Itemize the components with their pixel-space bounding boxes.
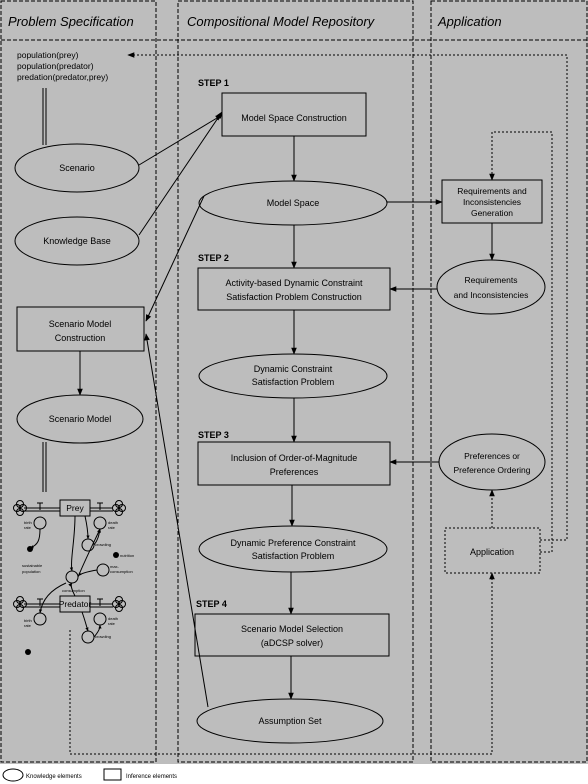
arrow-kb-to-msc <box>138 111 223 236</box>
node-requirements-line2: and Inconsistencies <box>454 290 529 300</box>
arrow-application-to-req-gen <box>489 131 553 553</box>
model-label-prey: Prey <box>66 503 84 513</box>
node-inclusion-preferences <box>197 441 391 486</box>
panel-title-problem-specification: Problem Specification <box>8 14 134 29</box>
model-label-sustainable-2: population <box>22 569 40 574</box>
panel-borders <box>0 0 588 763</box>
model-label-predator: Predator <box>59 599 92 609</box>
model-label-max-consumption-2: consumption <box>110 569 133 574</box>
node-adcsp-construction-line2: Satisfaction Problem Construction <box>226 292 362 302</box>
panel-title-application: Application <box>437 14 502 29</box>
node-scenario-model-selection <box>194 613 390 657</box>
model-label-prey-death-rate-2: rate <box>108 525 116 530</box>
node-preferences <box>438 433 546 491</box>
legend-knowledge-symbol <box>2 768 24 782</box>
legend-knowledge-label: Knowledge elements <box>26 774 82 780</box>
node-scenario-model-construction-line1: Scenario Model <box>49 319 112 329</box>
node-application-label: Application <box>470 547 514 557</box>
node-scenario-model-construction <box>16 306 145 352</box>
node-knowledge-base <box>14 216 140 266</box>
fact-population-predator: population(predator) <box>17 61 94 71</box>
node-dcsp <box>198 353 388 399</box>
node-scenario-label: Scenario <box>59 163 95 173</box>
solid-arrows <box>77 111 495 708</box>
node-scenario-model-selection-line2: (aDCSP solver) <box>261 638 323 648</box>
node-requirements-generation-line2: Inconsistencies <box>463 197 521 207</box>
dotted-arrows <box>69 52 568 755</box>
node-requirements-line1: Requirements <box>465 275 518 285</box>
node-application <box>444 527 541 574</box>
node-dpcsp <box>198 525 388 573</box>
model-label-prey-death-rate-1: death <box>108 520 118 525</box>
model-label-predator-crowding: crowding <box>95 634 111 639</box>
predator-prey-model <box>13 499 126 644</box>
node-inclusion-preferences-line1: Inclusion of Order-of-Magnitude <box>231 453 358 463</box>
node-adcsp-construction-line1: Activity-based Dynamic Constraint <box>225 278 363 288</box>
node-requirements-generation-line3: Generation <box>471 208 513 218</box>
panel-title-model-repository: Compositional Model Repository <box>187 14 376 29</box>
model-label-prey-birth-rate-2: rate <box>24 525 32 530</box>
node-preferences-line1: Preferences or <box>464 451 520 461</box>
arrow-scenario-to-msc <box>138 114 223 166</box>
step-1-label: STEP 1 <box>198 78 229 88</box>
node-dpcsp-line2: Satisfaction Problem <box>252 551 335 561</box>
fact-population-prey: population(prey) <box>17 50 79 60</box>
arrow-assumption-to-smc <box>144 333 209 708</box>
fact-predation: predation(predator,prey) <box>17 72 108 82</box>
panel-right-border <box>430 0 588 763</box>
model-sources <box>25 546 119 655</box>
node-dcsp-line1: Dynamic Constraint <box>254 364 333 374</box>
node-requirements-generation-line1: Requirements and <box>457 186 527 196</box>
node-adcsp-construction <box>197 267 391 311</box>
node-scenario-model-selection-line1: Scenario Model Selection <box>241 624 343 634</box>
model-label-predator-death-rate-2: rate <box>108 621 116 626</box>
model-label-predator-death-rate-1: death <box>108 616 118 621</box>
node-scenario-model-label: Scenario Model <box>49 414 112 424</box>
node-scenario-model-construction-line2: Construction <box>55 333 106 343</box>
model-label-predator-birth-rate-2: rate <box>24 623 32 628</box>
model-label-nutrition: nutrition <box>120 553 134 558</box>
panel-left-border <box>0 0 157 763</box>
node-model-space-construction-label: Model Space Construction <box>241 113 347 123</box>
model-label-sustainable-1: sustainable <box>22 563 43 568</box>
panel-middle-border <box>177 0 414 763</box>
arrow-model-to-application <box>69 572 495 755</box>
node-requirements-generation <box>441 179 543 224</box>
node-requirements <box>436 259 546 315</box>
node-dpcsp-line1: Dynamic Preference Constraint <box>230 538 356 548</box>
model-labels: Prey Predator birth rate death rate crow… <box>22 503 134 639</box>
node-assumption-set-label: Assumption Set <box>258 716 322 726</box>
model-label-predator-birth-rate-1: birth <box>24 618 32 623</box>
step-3-label: STEP 3 <box>198 430 229 440</box>
legend: Knowledge elements Inference elements <box>2 768 177 782</box>
equivalence-lines <box>42 88 47 492</box>
node-dcsp-line2: Satisfaction Problem <box>252 377 335 387</box>
arrow-model-space-to-smc <box>145 195 205 322</box>
legend-inference-symbol <box>103 768 122 781</box>
step-4-label: STEP 4 <box>196 599 227 609</box>
node-inclusion-preferences-line2: Preferences <box>270 467 319 477</box>
model-label-max-consumption-1: max- <box>110 564 120 569</box>
arrow-application-to-facts <box>127 52 568 541</box>
step-2-label: STEP 2 <box>198 253 229 263</box>
node-model-space-label: Model Space <box>267 198 320 208</box>
model-label-prey-birth-rate-1: birth <box>24 520 32 525</box>
legend-inference-label: Inference elements <box>126 774 177 780</box>
model-label-prey-crowding: crowding <box>95 542 111 547</box>
model-label-consumption: consumption <box>62 588 85 593</box>
node-knowledge-base-label: Knowledge Base <box>43 236 111 246</box>
node-scenario <box>14 143 140 193</box>
node-preferences-line2: Preference Ordering <box>453 465 530 475</box>
